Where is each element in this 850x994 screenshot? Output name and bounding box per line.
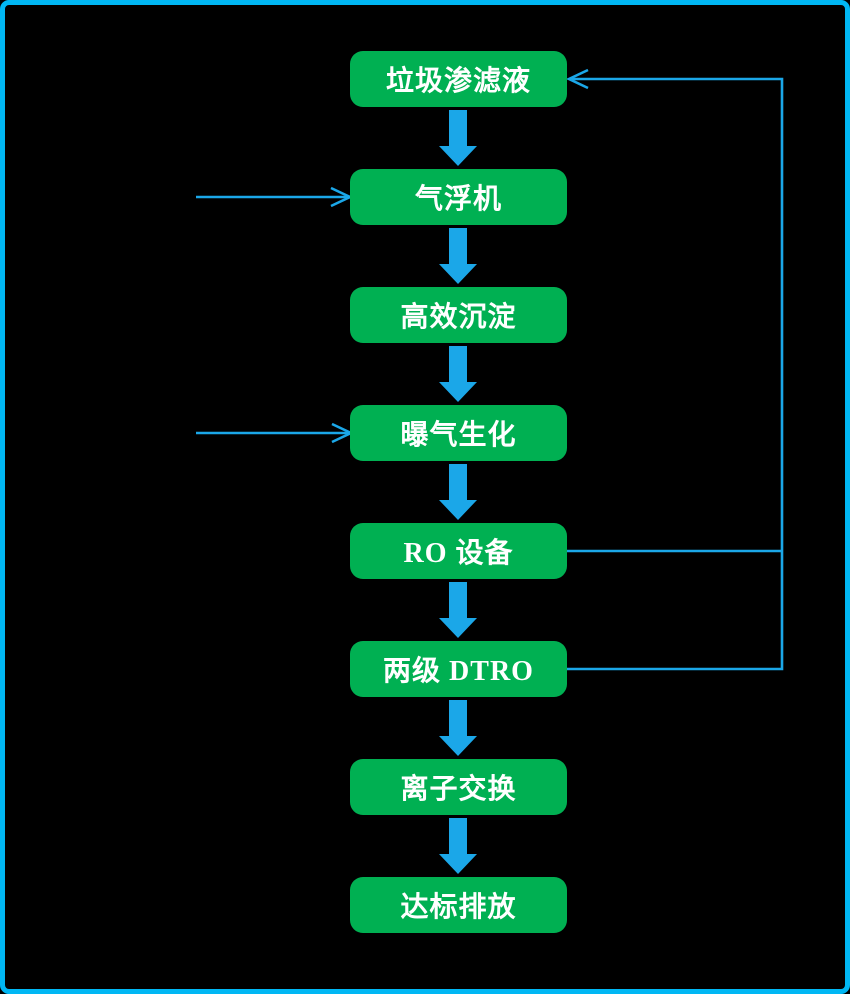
- flow-node-air-flotation: 气浮机: [350, 169, 567, 225]
- flow-node-dtro: 两级 DTRO: [350, 641, 567, 697]
- flow-node-sedimentation: 高效沉淀: [350, 287, 567, 343]
- recycle-line-dtro-to-leachate: [567, 77, 784, 671]
- flow-node-discharge: 达标排放: [350, 877, 567, 933]
- flow-arrow-2: [439, 228, 477, 284]
- flow-arrow-1: [439, 110, 477, 166]
- flow-arrow-5: [439, 582, 477, 638]
- recycle-return-arrowhead: [565, 68, 589, 90]
- flow-node-leachate: 垃圾渗滤液: [350, 51, 567, 107]
- flow-arrow-6: [439, 700, 477, 756]
- flow-node-ro-unit: RO 设备: [350, 523, 567, 579]
- flow-node-ion-exchange: 离子交换: [350, 759, 567, 815]
- flow-arrow-4: [439, 464, 477, 520]
- thin-connectors: [196, 68, 784, 671]
- flow-arrow-3: [439, 346, 477, 402]
- flow-node-aeration-bio: 曝气生化: [350, 405, 567, 461]
- thick-flow-arrows: [439, 110, 477, 874]
- flow-arrow-7: [439, 818, 477, 874]
